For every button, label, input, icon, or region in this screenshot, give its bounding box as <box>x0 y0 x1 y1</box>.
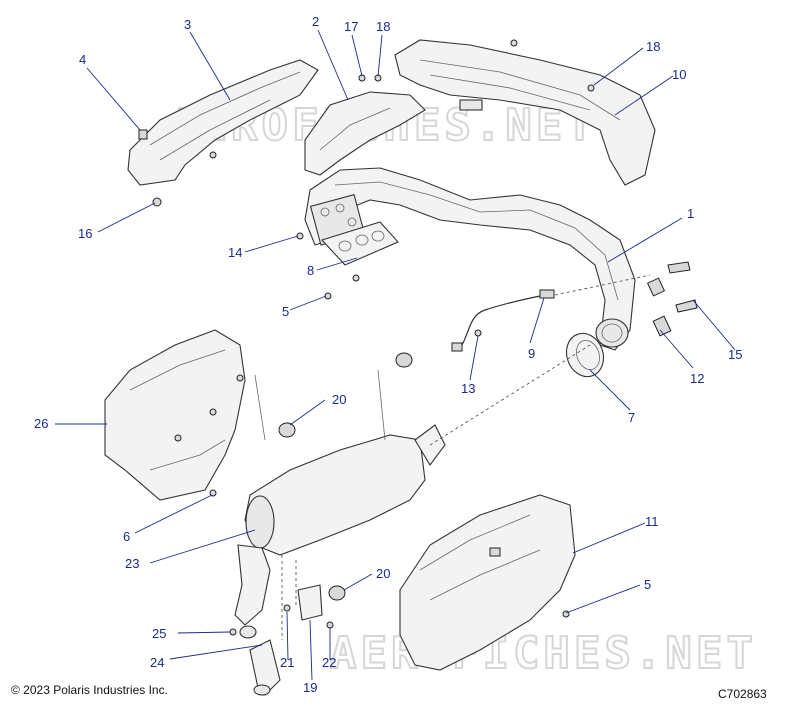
callout-14: 14 <box>228 245 242 260</box>
heat-shield-left <box>127 59 319 186</box>
callout-1: 1 <box>687 206 694 221</box>
callout-26: 26 <box>34 416 48 431</box>
callout-16: 16 <box>78 226 92 241</box>
callout-10: 10 <box>672 67 686 82</box>
callout-6: 6 <box>123 529 130 544</box>
callout-19: 19 <box>303 680 317 695</box>
oxygen-sensor <box>451 289 555 352</box>
spring-and-bolt-hardware <box>646 261 698 337</box>
callout-24: 24 <box>150 655 164 670</box>
callout-20-bottom: 20 <box>376 566 390 581</box>
callout-5-top: 5 <box>282 304 289 319</box>
callout-23: 23 <box>125 556 139 571</box>
tailpipe-tip <box>249 639 281 696</box>
callout-8: 8 <box>307 263 314 278</box>
callout-9: 9 <box>528 346 535 361</box>
callout-3: 3 <box>184 17 191 32</box>
fasteners <box>138 39 595 636</box>
callout-18-right: 18 <box>646 39 660 54</box>
muffler <box>234 369 446 639</box>
callout-21: 21 <box>280 655 294 670</box>
heat-shield-right <box>394 39 656 186</box>
leader-lines <box>55 29 736 681</box>
callout-22: 22 <box>322 655 336 670</box>
rubber-isolators <box>278 352 413 621</box>
callout-13: 13 <box>461 381 475 396</box>
callout-18-top: 18 <box>376 19 390 34</box>
copyright-text: © 2023 Polaris Industries Inc. <box>11 683 168 697</box>
heat-shield-middle <box>304 91 426 176</box>
exhaust-seal-ring <box>565 332 605 378</box>
manifold-gasket <box>321 221 399 266</box>
callout-25: 25 <box>152 626 166 641</box>
watermark-bottom: AEROFICHES.NET <box>330 628 757 679</box>
callout-15: 15 <box>728 347 742 362</box>
heat-shield-lower <box>104 329 246 501</box>
callout-17: 17 <box>344 19 358 34</box>
heat-shield-muffler <box>399 494 576 671</box>
callout-20-top: 20 <box>332 392 346 407</box>
diagram-id: C702863 <box>718 687 767 701</box>
callout-5-bottom: 5 <box>644 577 651 592</box>
callouts: 3 2 17 18 4 18 10 1 16 14 8 5 9 15 12 13… <box>34 14 742 695</box>
callout-12: 12 <box>690 371 704 386</box>
callout-2: 2 <box>312 14 319 29</box>
callout-4: 4 <box>79 52 86 67</box>
callout-11: 11 <box>645 514 659 529</box>
alignment-lines <box>281 274 651 640</box>
callout-7: 7 <box>628 410 635 425</box>
